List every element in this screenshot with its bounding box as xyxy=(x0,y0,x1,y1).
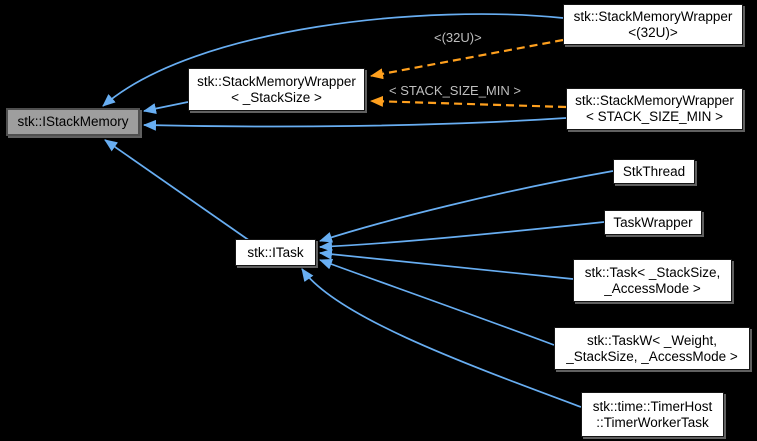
node-stk-stackmemorywrapper-stack-size-min-label: stk::StackMemoryWrapper < STACK_SIZE_MIN… xyxy=(575,93,734,124)
node-stk-stackmemorywrapper-32u[interactable]: stk::StackMemoryWrapper <(32U)> xyxy=(563,4,743,45)
node-taskwrapper[interactable]: TaskWrapper xyxy=(604,210,702,235)
node-stk-stackmemorywrapper-32u-label: stk::StackMemoryWrapper <(32U)> xyxy=(573,8,733,40)
edge-itask-to-istackmemory xyxy=(104,139,251,242)
node-stkthread[interactable]: StkThread xyxy=(613,159,695,184)
edge-label-32u: <(32U)> xyxy=(434,30,482,45)
edge-wrapperstacksize-to-istackmemory xyxy=(143,101,189,114)
edge-timerworkertask-to-itask xyxy=(301,268,582,408)
edge-wrappermin-to-template xyxy=(370,95,567,109)
edge-wrapper32u-to-template xyxy=(370,38,564,80)
node-stk-istackmemory[interactable]: stk::IStackMemory xyxy=(6,108,140,136)
edge-stkthread-to-itask xyxy=(319,170,614,243)
edge-wrappermin-to-istackmemory xyxy=(143,117,567,131)
node-stk-stackmemorywrapper-stacksize-label: stk::StackMemoryWrapper < _StackSize > xyxy=(197,73,356,105)
node-stk-task-label: stk::Task< _StackSize, _AccessMode > xyxy=(584,264,721,296)
node-stk-itask[interactable]: stk::ITask xyxy=(235,239,316,266)
node-stk-istackmemory-label: stk::IStackMemory xyxy=(17,114,129,129)
node-stk-task[interactable]: stk::Task< _StackSize, _AccessMode > xyxy=(573,259,732,302)
edge-taskwrapper-to-itask xyxy=(319,221,605,252)
node-stk-time-timerhost-timerworkertask-label: stk::time::TimerHost ::TimerWorkerTask xyxy=(592,398,713,430)
edge-task-to-itask xyxy=(319,248,574,280)
node-stk-time-timerhost-timerworkertask[interactable]: stk::time::TimerHost ::TimerWorkerTask xyxy=(581,392,724,437)
node-taskwrapper-label: TaskWrapper xyxy=(613,214,693,230)
node-stkthread-label: StkThread xyxy=(622,163,686,179)
edge-taskw-to-itask xyxy=(319,258,555,346)
node-stk-stackmemorywrapper-stack-size-min[interactable]: stk::StackMemoryWrapper < STACK_SIZE_MIN… xyxy=(566,88,743,130)
node-stk-stackmemorywrapper-stacksize[interactable]: stk::StackMemoryWrapper < _StackSize > xyxy=(188,68,365,111)
node-stk-itask-label: stk::ITask xyxy=(247,244,304,260)
edge-wrapper32u-to-istackmemory xyxy=(102,13,564,107)
node-stk-taskw[interactable]: stk::TaskW< _Weight, _StackSize, _Access… xyxy=(554,327,750,370)
node-stk-taskw-label: stk::TaskW< _Weight, _StackSize, _Access… xyxy=(566,332,738,364)
edge-label-stack-size-min: < STACK_SIZE_MIN > xyxy=(389,83,521,98)
